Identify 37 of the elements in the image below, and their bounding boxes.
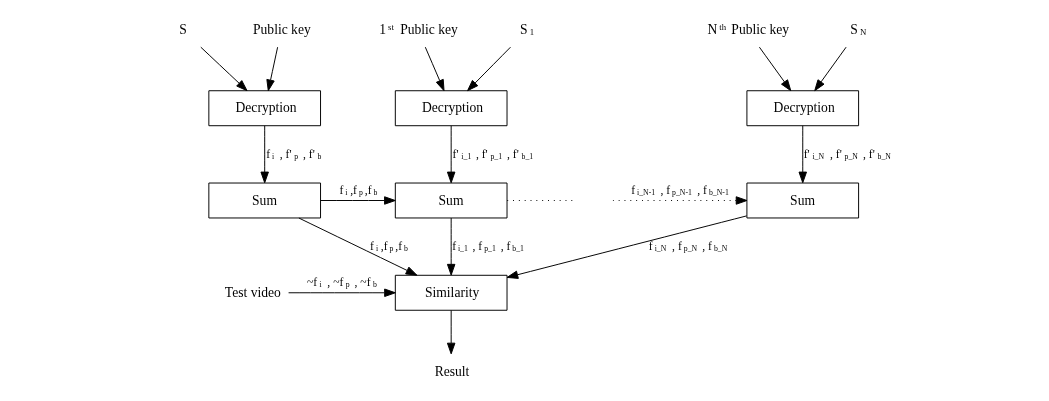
- node-text: Result: [434, 363, 470, 379]
- arrow: [424, 46, 445, 92]
- node-text: S: [179, 21, 187, 37]
- edge-label: ~fi , ~fp , ~fb: [306, 276, 377, 290]
- arrow: [467, 46, 511, 92]
- arrow: [288, 288, 396, 297]
- node-box: Decryption: [394, 90, 508, 127]
- node-text: Test video: [224, 284, 281, 300]
- edge-label: fi,fp,fb: [370, 240, 408, 254]
- node-text: Public key: [253, 21, 311, 37]
- arrow: [612, 196, 748, 205]
- arrow: [506, 215, 748, 279]
- edge-label: fi_N-1 , fp_N-1 , fb_N-1: [631, 183, 729, 197]
- edge-label: f'i_N , f'p_N , f'b_N: [803, 147, 891, 161]
- edge-label: fi_N , fp_N , fb_N: [648, 240, 728, 254]
- arrow: [758, 46, 792, 92]
- edge-label: fi,fp,fb: [339, 183, 378, 197]
- arrow: [814, 46, 847, 92]
- arrow: [266, 46, 279, 92]
- arrow: [446, 217, 456, 276]
- node-box: Sum: [208, 182, 322, 219]
- node-box: Similarity: [394, 274, 508, 311]
- node-box: Sum: [746, 182, 860, 219]
- arrow: [260, 125, 269, 184]
- node-box: Decryption: [208, 90, 322, 127]
- node-text: SN: [850, 21, 867, 37]
- arrow: [798, 125, 807, 184]
- edge-label: fi , f'p , f'b: [266, 147, 322, 161]
- arrow: [446, 309, 456, 355]
- node-box: Sum: [394, 182, 508, 219]
- edge-label: f'i_1 , f'p_1 , f'b_1: [452, 147, 534, 161]
- edge-label: fi_1 , fp_1 , fb_1: [452, 240, 524, 254]
- arrow: [298, 217, 418, 276]
- arrow: [320, 196, 396, 205]
- arrow: [446, 125, 456, 184]
- node-box: Decryption: [746, 90, 860, 127]
- arrow: [200, 46, 248, 92]
